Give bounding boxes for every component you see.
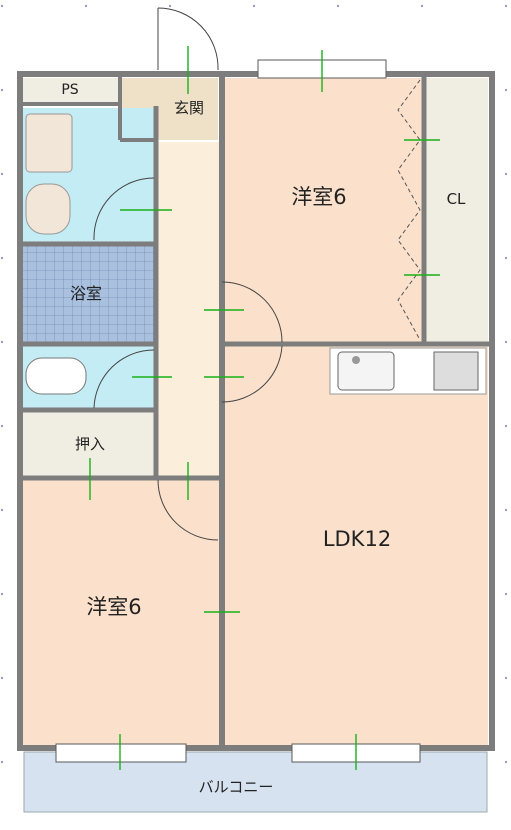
walls [17,71,495,751]
room-label-genkan: 玄関 [174,99,204,117]
stove [433,351,479,391]
closet [426,78,488,343]
kitchen-sink [337,351,395,391]
oshiire-closet [22,412,154,476]
ldk-room [225,346,488,746]
doors [93,7,283,541]
ps-closet [22,78,118,104]
bathroom [22,246,154,342]
room-label-ps: PS [61,82,78,98]
faucet-icon [352,356,360,364]
room-label-cl: CL [447,190,466,208]
toilet [25,357,87,395]
room-label-oshiire: 押入 [75,435,105,453]
closet-bifold-doors [397,79,421,341]
room-label-ldk: LDK12 [323,527,391,551]
room-label-western-north: 洋室6 [291,185,346,209]
room-label-western-south: 洋室6 [86,595,141,619]
wash-basin [25,183,71,235]
western-room-north [225,78,423,343]
western-room-south [22,480,220,746]
washing-machine-pan [25,113,73,173]
airflow-arrows [89,46,440,770]
room-label-balcony: バルコニー [199,778,274,796]
room-label-bath: 浴室 [70,284,102,303]
